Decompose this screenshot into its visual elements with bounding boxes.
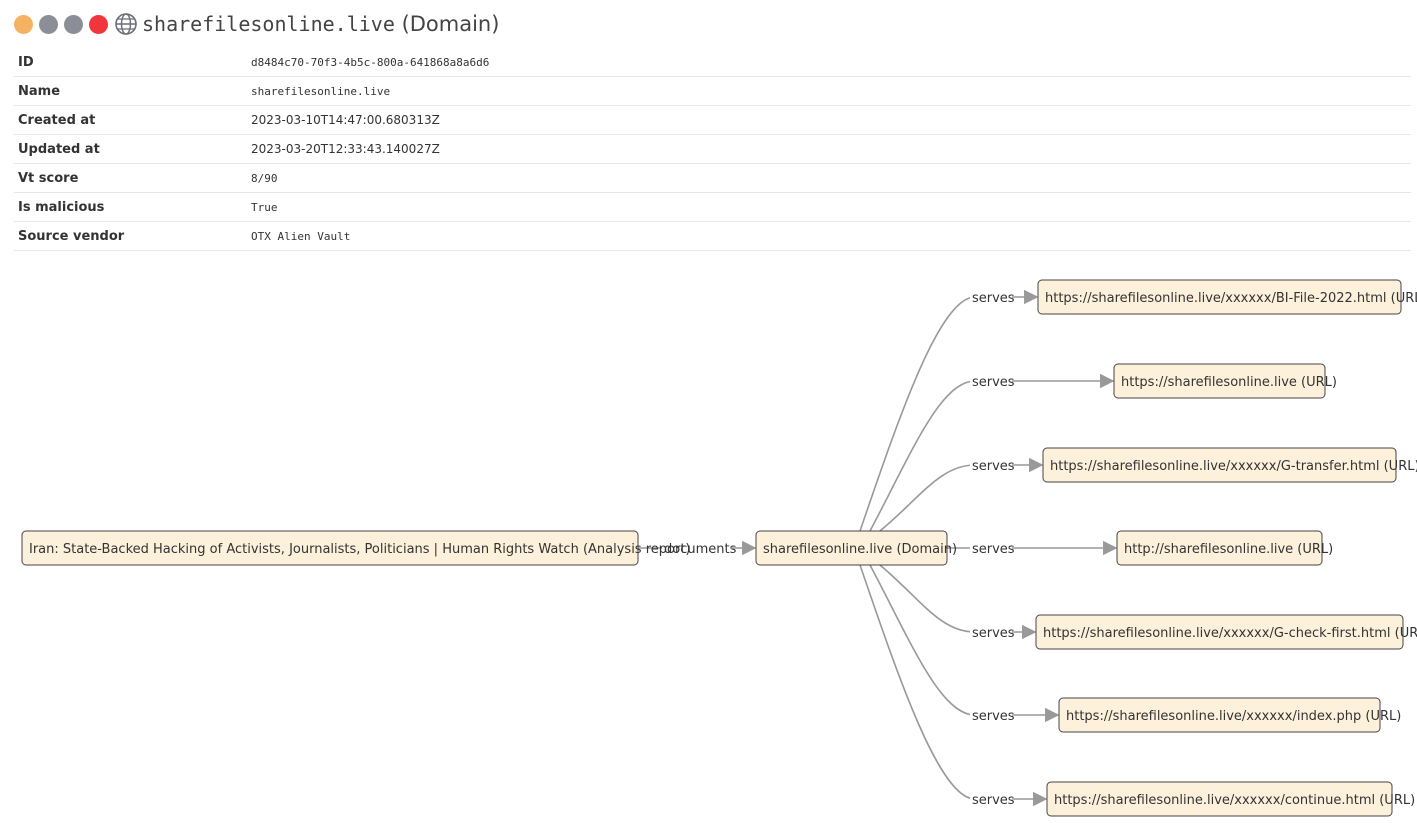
edge-label-bg [970, 622, 1012, 642]
edge-label-bg [970, 455, 1012, 475]
node-url-2[interactable]: https://sharefilesonline.live (URL) [1113, 363, 1337, 399]
node-domain-box[interactable] [755, 530, 948, 566]
edge-label: serves [972, 793, 1015, 808]
property-key: ID [14, 48, 247, 77]
node-url-5-box[interactable] [1035, 614, 1404, 650]
node-url-6[interactable]: https://sharefilesonline.live/xxxxxx/ind… [1058, 697, 1401, 733]
edge-label: serves [972, 709, 1015, 724]
property-value: 2023-03-10T14:47:00.680313Z [247, 105, 1411, 135]
edge-label-bg [662, 538, 732, 558]
edge-label: serves [972, 291, 1015, 306]
property-key: Vt score [14, 163, 247, 193]
property-value: True [247, 192, 1411, 222]
edge-serves-line [879, 464, 976, 532]
property-key: Name [14, 76, 247, 106]
entity-header: sharefilesonline.live (Domain) [14, 10, 499, 38]
property-value: 2023-03-20T12:33:43.140027Z [247, 134, 1411, 164]
entity-name: sharefilesonline.live [142, 12, 395, 36]
page-title: sharefilesonline.live (Domain) [142, 10, 499, 38]
node-url-7[interactable]: https://sharefilesonline.live/xxxxxx/con… [1046, 781, 1415, 817]
edge-label: serves [972, 375, 1015, 390]
gray-dot-1[interactable] [39, 14, 58, 34]
edge-label-bg [970, 287, 1012, 307]
edge-label-bg [970, 371, 1012, 391]
node-url-6-box[interactable] [1058, 697, 1381, 733]
edge-label: serves [972, 459, 1015, 474]
node-url-7-box[interactable] [1046, 781, 1393, 817]
gray-dot-2[interactable] [64, 14, 83, 34]
property-value: 8/90 [247, 163, 1411, 193]
node-url-4[interactable]: http://sharefilesonline.live (URL) [1116, 530, 1333, 566]
node-url-3[interactable]: https://sharefilesonline.live/xxxxxx/G-t… [1042, 447, 1417, 483]
edge-serves-line [859, 564, 976, 800]
edge-serves-line [879, 564, 976, 633]
node-domain[interactable]: sharefilesonline.live (Domain) [755, 530, 957, 566]
edge-label: serves [972, 626, 1015, 641]
node-url-3-box[interactable] [1042, 447, 1397, 483]
node-url-5[interactable]: https://sharefilesonline.live/xxxxxx/G-c… [1035, 614, 1417, 650]
edge-serves-line [869, 564, 976, 716]
node-analysis-report[interactable]: Iran: State-Backed Hacking of Activists,… [21, 530, 691, 566]
close-dot[interactable] [89, 14, 108, 34]
entity-kind: (Domain) [401, 12, 500, 36]
globe-icon [114, 12, 138, 36]
property-value: d8484c70-70f3-4b5c-800a-641868a8a6d6 [247, 48, 1411, 77]
minimize-dot[interactable] [14, 14, 33, 34]
node-url-4-box[interactable] [1116, 530, 1323, 566]
node-url-1[interactable]: https://sharefilesonline.live/xxxxxx/BI-… [1037, 279, 1417, 315]
edge-label: documents [664, 542, 737, 557]
node-analysis-report-box[interactable] [21, 530, 639, 566]
node-url-2-box[interactable] [1113, 363, 1326, 399]
edge-serves-line [869, 380, 976, 532]
edge-label-bg [970, 789, 1012, 809]
property-value: OTX Alien Vault [247, 221, 1411, 251]
property-key: Source vendor [14, 221, 247, 251]
node-url-1-box[interactable] [1037, 279, 1402, 315]
edge-label: serves [972, 542, 1015, 557]
property-key: Created at [14, 105, 247, 135]
property-key: Is malicious [14, 192, 247, 222]
edge-label-bg [970, 538, 1012, 558]
edge-serves-line [859, 296, 976, 532]
edge-label-bg [970, 705, 1012, 725]
property-key: Updated at [14, 134, 247, 164]
property-value: sharefilesonline.live [247, 76, 1411, 106]
